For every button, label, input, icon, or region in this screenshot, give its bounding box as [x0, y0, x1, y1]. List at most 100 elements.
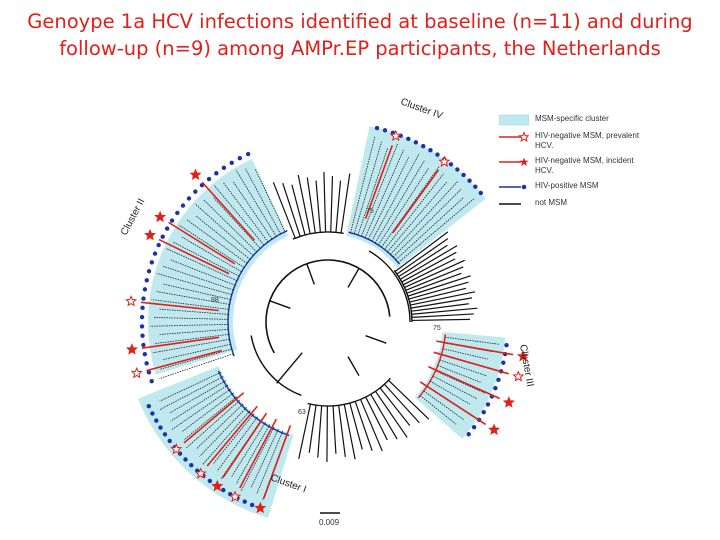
hiv-positive-tip: [158, 425, 163, 430]
hiv-positive-tip: [374, 125, 380, 131]
prevalent-hcv-star: [389, 129, 402, 142]
tree-branch: [232, 180, 273, 240]
bootstrap-label: 63: [298, 409, 306, 416]
tree-branch: [199, 407, 247, 457]
tree-branch: [162, 283, 231, 300]
hiv-positive-tip: [221, 487, 226, 493]
hiv-positive-tip: [413, 140, 419, 145]
hiv-negative-branch: [158, 238, 230, 275]
tree-branch: [317, 405, 323, 458]
tree-branch: [162, 343, 231, 361]
tree-branch: [343, 404, 356, 460]
tree-branch: [394, 231, 449, 272]
tree-branch: [383, 383, 420, 424]
hiv-positive-tip: [461, 172, 466, 178]
tree-branch: [349, 402, 363, 450]
tree-branch: [194, 203, 254, 256]
clade-arc: [393, 269, 413, 323]
tree-branch: [401, 251, 457, 283]
prevalent-hcv-star: [125, 294, 138, 307]
tree-branch: [411, 303, 469, 312]
tree-branch: [371, 152, 420, 242]
hiv-positive-tip: [154, 418, 159, 423]
hiv-positive-tip: [146, 269, 152, 274]
filled-star-icon: [499, 156, 529, 168]
tree-branch: [384, 173, 444, 250]
tree-branch: [150, 323, 229, 327]
tree-branch: [350, 135, 376, 233]
hiv-negative-branch: [262, 425, 292, 499]
hiv-negative-branch: [168, 221, 236, 265]
tree-branch: [315, 180, 321, 233]
clade-arc: [307, 377, 391, 407]
hiv-negative-branch: [206, 405, 258, 467]
hiv-positive-tip: [175, 210, 180, 216]
legend-item-prevalent: HIV-negative MSM, prevalent HCV.: [499, 131, 649, 151]
hiv-positive-tip: [245, 151, 251, 157]
tree-branch: [399, 245, 458, 280]
legend-label: HIV-positive MSM: [535, 181, 599, 190]
hiv-positive-tip: [481, 410, 486, 415]
tree-branch: [159, 353, 234, 380]
tree-branch: [231, 421, 266, 477]
legend-label: HIV-negative MSM, prevalent HCV.: [535, 131, 640, 150]
hiv-positive-tip: [149, 379, 154, 384]
tree-branch: [390, 180, 459, 255]
hiv-positive-tip: [214, 171, 219, 176]
hiv-positive-tip: [156, 242, 161, 248]
hiv-positive-tip: [160, 234, 165, 239]
tree-branch: [360, 399, 383, 452]
tree-branch: [338, 405, 346, 457]
tree-branch: [423, 390, 465, 421]
hiv-positive-tip: [496, 377, 501, 383]
cluster-region-1: [137, 366, 294, 519]
hiv-positive-tip: [186, 196, 192, 201]
tree-branch: [395, 197, 464, 261]
inner-arc: [368, 250, 411, 323]
tree-branch: [364, 149, 404, 238]
hiv-negative-branch: [201, 181, 255, 241]
hiv-negative-branch: [222, 412, 268, 479]
cluster-swatch-icon: [498, 114, 530, 126]
tree-branch: [374, 160, 425, 244]
tree-branch: [202, 410, 251, 465]
hiv-positive-tip: [144, 361, 149, 366]
hiv-positive-tip: [142, 287, 148, 292]
cluster-region-3: [414, 332, 506, 439]
tree-branch: [405, 266, 464, 291]
hiv-positive-tip: [146, 370, 152, 375]
hiv-negative-branch: [364, 145, 394, 219]
hiv-negative-branch: [433, 351, 509, 375]
internal-branch: [276, 352, 303, 384]
tree-branch: [254, 168, 286, 232]
tree-branch: [432, 375, 478, 400]
hiv-positive-tip: [141, 342, 146, 348]
tree-branch: [169, 259, 236, 286]
tree-branch: [213, 413, 255, 464]
prevalent-hcv-star: [512, 370, 525, 382]
tree-branch: [298, 404, 312, 460]
tree-branch: [444, 336, 499, 345]
bootstrap-label: 88: [211, 297, 219, 304]
tree-branch: [398, 197, 475, 263]
title-line-1: Genoype 1a HCV infections identified at …: [27, 10, 693, 33]
tree-branch: [387, 181, 448, 253]
hiv-positive-tip: [207, 478, 213, 484]
hiv-positive-tip: [221, 165, 227, 171]
internal-branch: [365, 335, 387, 344]
tree-branch: [159, 376, 224, 411]
tree-branch: [357, 147, 389, 236]
tree-branch: [159, 371, 222, 402]
hiv-positive-tip: [183, 457, 188, 462]
tree-branch: [392, 188, 462, 258]
tree-branch: [323, 172, 327, 233]
hiv-positive-tip: [150, 411, 155, 416]
hiv-positive-tip: [193, 189, 198, 194]
tree-branch: [169, 380, 226, 414]
hiv-positive-tip: [229, 160, 234, 166]
hiv-positive-tip: [164, 226, 170, 231]
inner-arc: [250, 335, 302, 396]
internal-branch: [347, 356, 360, 377]
hiv-positive-tip: [493, 386, 498, 391]
clade-arc: [227, 230, 288, 357]
